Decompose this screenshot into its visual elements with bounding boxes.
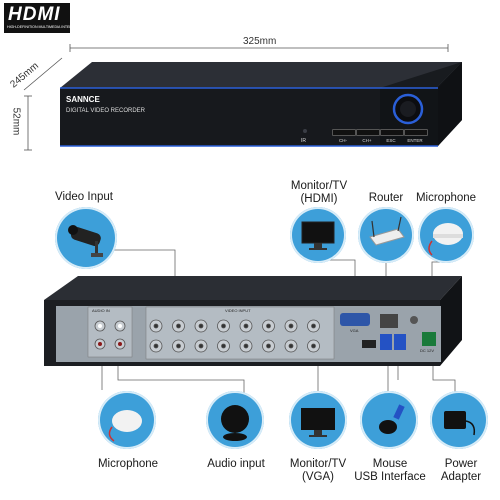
bnc-port-pin [243,343,249,349]
bnc-port-pin [198,323,204,329]
monitor-hdmi-label: Monitor/TV (HDMI) [290,180,348,205]
dvr-front-body [60,62,462,147]
front-button-ch-plus[interactable] [356,129,380,136]
ir-label: IR [301,138,306,144]
bnc-port-pin [153,323,159,329]
rear-vga-label: VGA [350,328,359,333]
bnc-port-pin [153,343,159,349]
front-button-esc[interactable] [380,129,404,136]
front-button-label-esc: ESC [386,138,396,143]
monitor-vga-icon [289,391,347,449]
dimension-lines [23,44,449,151]
power-adapter-label: Power Adapter [440,458,482,483]
bnc-port-pin [221,323,226,329]
front-button-ch-minus[interactable] [332,129,356,136]
rear-dc-label: DC 12V [420,348,435,353]
bnc-port-pin [176,323,181,329]
audio-input-icon [206,391,264,449]
usb-mouse-label: Mouse USB Interface [354,458,426,483]
bnc-port-pin [221,343,226,349]
router-icon [358,207,414,263]
front-button-label-ch-minus: CH- [339,138,347,143]
bnc-port-pin [266,343,271,349]
brand-logo: SANNCE [66,95,100,104]
bnc-port-pin [176,343,181,349]
bnc-port-pin [288,343,294,349]
bnc-port-pin [198,343,204,349]
monitor-hdmi-icon [290,207,346,263]
hdmi-logo: HDMI HIGH-DEFINITION MULTIMEDIA INTERFAC… [4,3,81,33]
hdmi-logo-tagline: HIGH-DEFINITION MULTIMEDIA INTERFACE [7,25,82,29]
bnc-port-pin [266,323,271,329]
monitor-vga-label: Monitor/TV (VGA) [289,458,347,483]
router-label: Router [368,192,404,204]
microphone-bottom-icon [98,391,156,449]
power-adapter-icon [430,391,488,449]
bnc-port-pin [311,343,316,349]
front-button-label-enter: ENTER [407,138,423,143]
bnc-port-pin [311,323,316,329]
hdmi-logo-text: HDMI [8,4,61,25]
width-dimension: 325mm [243,36,277,47]
microphone-top-icon [418,207,474,263]
rear-audio-label: AUDIO IN [92,308,110,313]
bnc-port-pin [243,323,249,329]
video-input-label: Video Input [55,191,113,203]
front-button-label-ch-plus: CH+ [362,138,372,143]
bnc-port-pin [288,323,294,329]
microphone-top-label: Microphone [415,192,477,204]
front-button-enter[interactable] [404,129,428,136]
rear-video-label: VIDEO INPUT [225,308,251,313]
microphone-bottom-label: Microphone [97,458,159,470]
audio-input-label: Audio input [207,458,265,470]
usb-mouse-icon [360,391,418,449]
video-input-camera-icon [55,207,117,269]
model-label: DIGITAL VIDEO RECORDER [66,108,146,114]
